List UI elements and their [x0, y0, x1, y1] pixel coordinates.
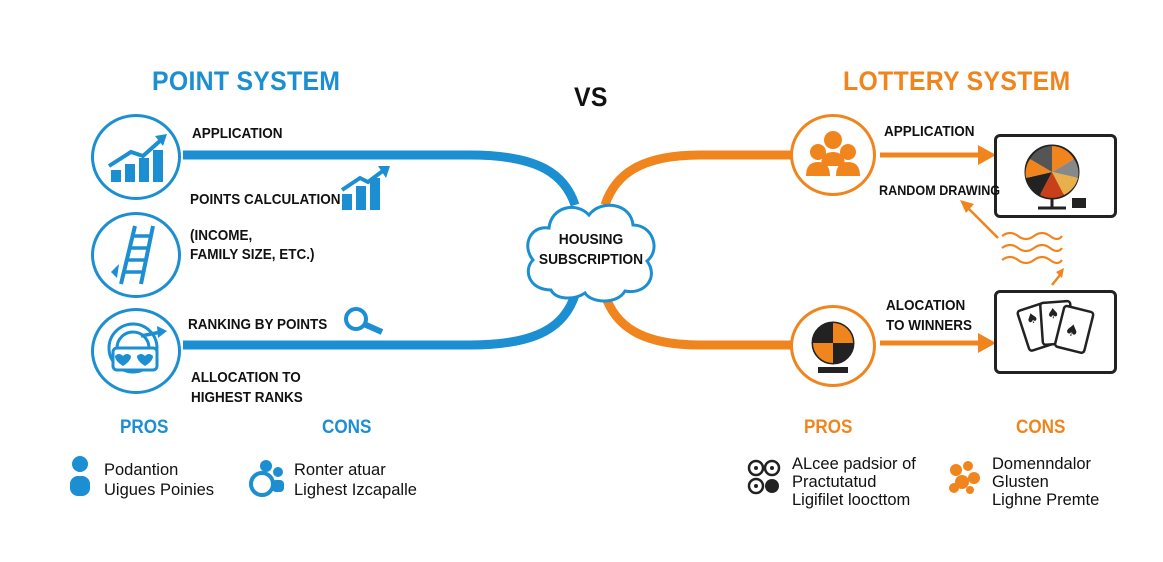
point-pros-header: PROS [120, 417, 169, 438]
svg-text:♠: ♠ [1063, 319, 1082, 341]
cards-box: ♠ ♠ ♠ [994, 290, 1117, 374]
lottery-pros-line1: ALcee padsior of [792, 455, 916, 473]
lottery-pros-line2: Practutatud [792, 473, 877, 491]
lottery-cons-line2: Glusten [992, 473, 1049, 491]
point-pros-line1: Podantion [104, 461, 179, 479]
people-group-icon [790, 114, 876, 196]
prize-wheel-box [994, 134, 1117, 218]
lottery-pros-header: PROS [804, 417, 853, 438]
point-cons-header: CONS [322, 417, 372, 438]
point-flow-bottom [183, 293, 580, 350]
cluster-icon [949, 461, 980, 494]
point-system-title: POINT SYSTEM [152, 66, 341, 96]
lottery-step-drawing: RANDOM DRAWING [879, 182, 1001, 198]
dice-icon [747, 459, 781, 495]
lottery-arrow-diagonal [967, 207, 999, 239]
lottery-cons-header: CONS [1016, 417, 1066, 438]
svg-text:♠: ♠ [1024, 310, 1041, 329]
point-cons-line1: Ronter atuar [294, 461, 386, 479]
group-icon [249, 460, 284, 497]
point-step-allocation-1: ALLOCATION TO [191, 369, 301, 386]
point-step-allocation-2: HIGHEST RANKS [191, 389, 303, 406]
hub-cloud [526, 203, 656, 303]
point-pros-line2: Uigues Poinies [104, 481, 215, 499]
chart-growth-icon [91, 114, 181, 200]
point-step-criteria-2: FAMILY SIZE, ETC.) [190, 246, 315, 263]
hearts-target-icon [91, 308, 181, 394]
magnifier-icon [344, 307, 384, 335]
person-icon [70, 456, 90, 496]
point-step-criteria-1: (INCOME, [190, 227, 253, 244]
wave-icon [1001, 231, 1063, 265]
lottery-system-title: LOTTERY SYSTEM [843, 66, 1071, 96]
point-flow-top [183, 150, 580, 207]
hub-label-line2: SUBSCRIPTION [538, 251, 644, 268]
point-step-calculation: POINTS CALCULATION [190, 191, 341, 208]
lottery-step-application: APPLICATION [884, 123, 975, 140]
spinner-icon [790, 305, 876, 387]
lottery-flow-top [600, 150, 800, 207]
lottery-cons-line1: Domenndalor [992, 455, 1092, 473]
point-step-ranking: RANKING BY POINTS [188, 316, 328, 333]
vs-label: VS [574, 82, 608, 112]
lottery-step-allocation-2: TO WINNERS [886, 317, 973, 334]
playing-cards-icon: ♠ ♠ ♠ [1016, 299, 1095, 355]
point-cons-line2: Lighest Izcapalle [294, 481, 417, 499]
prize-wheel-icon [1024, 144, 1086, 210]
svg-text:♠: ♠ [1046, 306, 1060, 323]
point-step-application: APPLICATION [192, 125, 283, 142]
lottery-flow-bottom [600, 293, 800, 350]
ladder-icon [91, 212, 181, 298]
lottery-cons-line3: Lighne Premte [992, 491, 1100, 509]
bar-arrow-icon [340, 166, 390, 210]
hub-label-line1: HOUSING [558, 231, 624, 248]
lottery-step-allocation-1: ALOCATION [886, 297, 966, 314]
lottery-pros-line3: Ligifilet loocttom [792, 491, 911, 509]
